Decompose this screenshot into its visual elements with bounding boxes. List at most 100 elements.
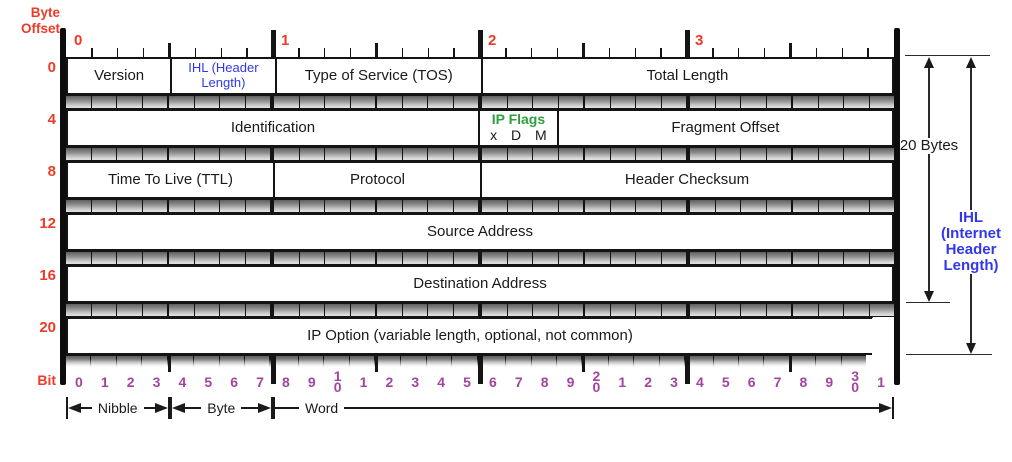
separator-cell bbox=[661, 304, 690, 316]
top-ruler-tick bbox=[634, 48, 636, 57]
top-ruler-tick bbox=[453, 48, 455, 57]
bit-number: 8 bbox=[799, 373, 808, 390]
separator-cell bbox=[766, 148, 793, 160]
separator-cell bbox=[377, 252, 403, 264]
separator-cell bbox=[558, 200, 585, 212]
separator-cell bbox=[220, 148, 246, 160]
bottom-ruler-cell bbox=[116, 356, 143, 367]
separator-cell bbox=[142, 96, 169, 108]
separator-cell bbox=[741, 304, 767, 316]
bottom-ruler-cell bbox=[816, 356, 842, 367]
separator-cell bbox=[194, 304, 220, 316]
bottom-ruler-cell bbox=[688, 356, 714, 367]
separator-cell bbox=[636, 304, 662, 316]
bit-number: 5 bbox=[721, 373, 730, 390]
field-source-address: Source Address bbox=[68, 215, 892, 249]
row-separator bbox=[66, 251, 894, 265]
separator-cell bbox=[533, 96, 559, 108]
row-separator bbox=[66, 303, 894, 317]
separator-cell bbox=[377, 304, 403, 316]
separator-cell bbox=[245, 200, 274, 212]
separator-cell bbox=[610, 96, 636, 108]
separator-cell bbox=[274, 304, 300, 316]
bit-number: 5 bbox=[463, 373, 471, 390]
separator-cell bbox=[533, 252, 559, 264]
bottom-ruler-tick bbox=[477, 355, 483, 384]
field-label: IP Flags bbox=[491, 111, 546, 128]
separator-cell bbox=[299, 96, 325, 108]
measure-line bbox=[241, 407, 259, 409]
separator-cell bbox=[507, 304, 533, 316]
separator-cell bbox=[661, 252, 690, 264]
separator-cell bbox=[610, 252, 636, 264]
separator-cell bbox=[610, 200, 636, 212]
separator-cell bbox=[194, 148, 220, 160]
separator-cell bbox=[402, 200, 428, 212]
separator-cell bbox=[558, 148, 585, 160]
bottom-ruler-cell bbox=[531, 356, 558, 367]
separator-cell bbox=[220, 304, 246, 316]
bottom-ruler-cell bbox=[376, 356, 402, 367]
bottom-ruler-cell bbox=[764, 356, 791, 367]
separator-cell bbox=[325, 96, 351, 108]
row-separator bbox=[66, 199, 894, 213]
grid-left-bar bbox=[60, 28, 66, 385]
row-offset-label: 16 bbox=[39, 267, 56, 284]
top-ruler-tick bbox=[349, 48, 352, 57]
separator-cell bbox=[91, 304, 117, 316]
top-ruler-tick bbox=[763, 48, 766, 57]
separator-cell bbox=[818, 200, 844, 212]
bit-number: 1 bbox=[618, 373, 627, 390]
twenty-bytes-label: 20 Bytes bbox=[899, 137, 959, 154]
measure-label: Byte bbox=[207, 400, 236, 416]
bottom-ruler-cell bbox=[66, 356, 92, 367]
top-ruler-tick bbox=[712, 48, 714, 57]
bottom-ruler-cell bbox=[401, 356, 427, 367]
separator-cell bbox=[66, 148, 92, 160]
separator-cell bbox=[245, 304, 274, 316]
separator-cell bbox=[636, 96, 662, 108]
top-ruler-tick bbox=[194, 48, 197, 57]
separator-cell bbox=[482, 96, 508, 108]
arrow-right-icon bbox=[154, 403, 168, 413]
separator-cell bbox=[507, 96, 533, 108]
field-label: Fragment Offset bbox=[671, 118, 780, 136]
separator-cell bbox=[299, 252, 325, 264]
bottom-ruler-cell bbox=[219, 356, 245, 367]
separator-cell bbox=[636, 252, 662, 264]
field-label: Identification bbox=[230, 118, 316, 136]
field-row-20: IP Option (variable length, optional, no… bbox=[66, 317, 872, 355]
separator-cell bbox=[117, 304, 143, 316]
bit-number: 3 0 bbox=[851, 368, 860, 395]
separator-cell bbox=[715, 304, 741, 316]
bit-number: 4 bbox=[178, 373, 187, 390]
top-ruler-tick bbox=[531, 48, 533, 57]
separator-cell bbox=[793, 252, 819, 264]
field-ihl-header-length: IHL (Header Length) bbox=[170, 59, 274, 93]
separator-cell bbox=[482, 200, 508, 212]
separator-cell bbox=[220, 252, 246, 264]
measure-label: Word bbox=[305, 400, 339, 416]
separator-cell bbox=[507, 148, 533, 160]
separator-cell bbox=[690, 148, 716, 160]
separator-cell bbox=[245, 252, 274, 264]
separator-cell bbox=[844, 304, 870, 316]
bit-number: 7 bbox=[514, 373, 523, 390]
bottom-ruler-cell bbox=[738, 356, 765, 367]
bit-label: Bit bbox=[37, 372, 56, 388]
grid-right-bar bbox=[894, 28, 900, 385]
field-label: IP Option (variable length, optional, no… bbox=[307, 326, 633, 344]
separator-cell bbox=[844, 252, 870, 264]
separator-cell bbox=[142, 304, 169, 316]
bottom-ruler-cell bbox=[608, 356, 635, 367]
separator-cell bbox=[818, 304, 844, 316]
top-ruler-tick bbox=[789, 43, 792, 57]
bottom-ruler-cell bbox=[349, 356, 377, 367]
field-label: Type of Service (TOS) bbox=[304, 66, 453, 84]
separator-cell bbox=[636, 200, 662, 212]
field-label: Version bbox=[94, 66, 145, 84]
separator-cell bbox=[245, 148, 274, 160]
bottom-ruler-cell bbox=[426, 356, 453, 367]
separator-cell bbox=[793, 304, 819, 316]
bottom-ruler-cell bbox=[841, 356, 867, 367]
